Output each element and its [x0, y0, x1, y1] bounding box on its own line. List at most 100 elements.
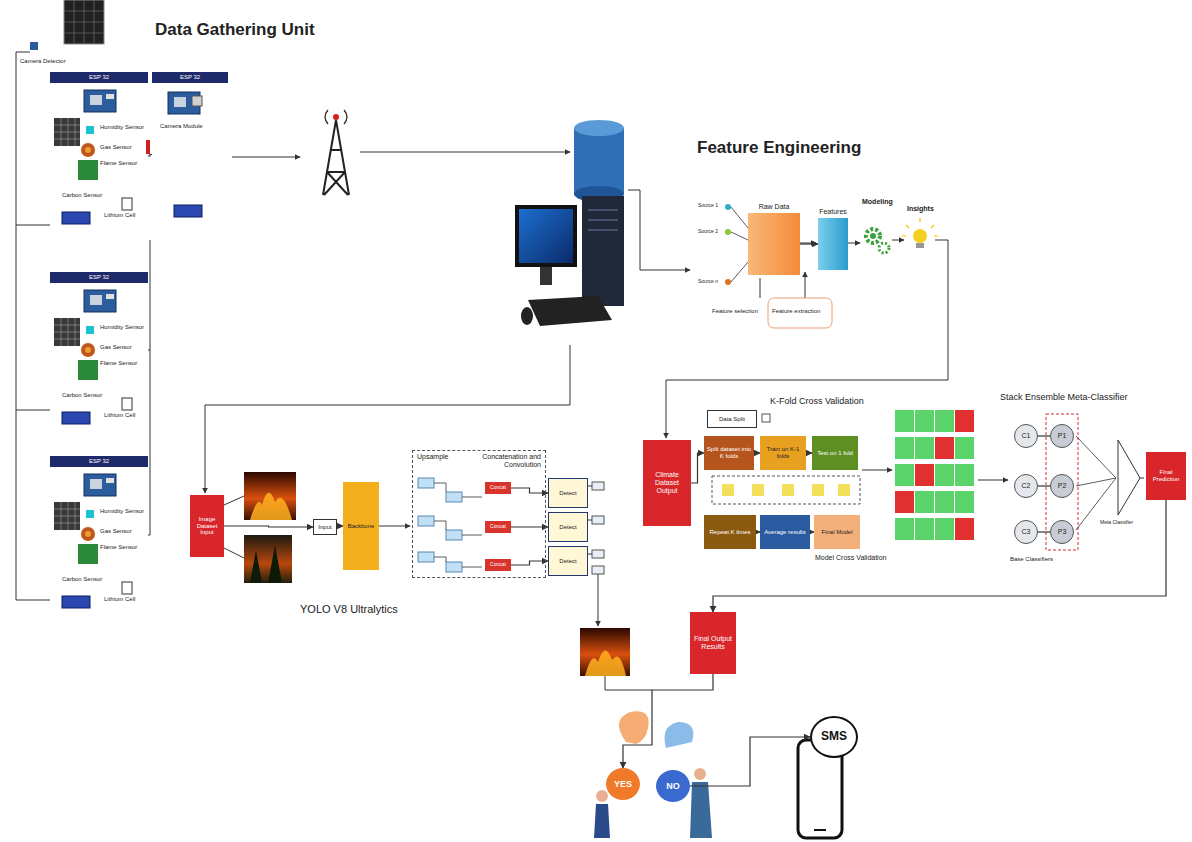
phone	[814, 829, 826, 831]
feature-engineering-icon	[913, 229, 927, 243]
connector	[691, 453, 704, 483]
detect-box-text: Detect	[559, 524, 576, 531]
label-text: Feature selection	[712, 308, 758, 315]
fold-grid	[955, 518, 974, 540]
radio-tower	[323, 120, 349, 195]
label-text: YOLO V8 Ultralytics	[300, 603, 398, 616]
result-box-text: Final Prediction	[1148, 469, 1184, 483]
fold-grid	[955, 491, 974, 513]
prediction-circle-text: P3	[1058, 528, 1067, 536]
connector	[511, 526, 548, 527]
connector	[1038, 435, 1050, 436]
feature-engineering-icon	[768, 298, 832, 328]
fold-grid	[935, 410, 954, 432]
server-computer	[521, 307, 533, 325]
fire-image	[580, 628, 630, 676]
yolo-network	[605, 676, 652, 690]
people-illustration	[690, 782, 712, 838]
yolo-network	[418, 552, 434, 562]
label-text: Modeling	[862, 198, 893, 206]
label-text: Insights	[907, 205, 934, 213]
network-region-text: Upsample	[417, 453, 449, 461]
classifier-circle-text: C3	[1022, 528, 1031, 536]
dataset-box: Image Dataset Input	[190, 495, 224, 557]
decision-circle-text: NO	[666, 781, 680, 791]
connector	[623, 674, 713, 768]
solar-panel	[30, 0, 104, 50]
process-box: Final Model	[814, 515, 860, 549]
people-illustration	[619, 711, 649, 744]
label-text: Lithium Cell	[104, 212, 135, 219]
k-fold-detail	[862, 470, 892, 471]
k-fold-detail	[752, 484, 764, 496]
fold-grid	[915, 410, 934, 432]
label-text: Meta Classifier	[1100, 520, 1133, 526]
backbone-box: Backbone	[343, 482, 379, 570]
prediction-circle: P3	[1050, 520, 1074, 544]
bus-wire	[16, 52, 150, 600]
signal-arrow	[666, 240, 948, 438]
concat-box-text: Concat	[490, 524, 506, 530]
detect-box-text: Detect	[559, 558, 576, 565]
feature-engineering-icon	[760, 272, 805, 298]
k-fold-detail	[712, 476, 860, 504]
concat-box-text: Concat	[490, 562, 506, 568]
server-computer	[540, 267, 552, 285]
meta-classifier	[1046, 414, 1078, 550]
k-fold-detail	[812, 484, 824, 496]
yolo-network	[592, 516, 604, 524]
classifier-circle-text: C2	[1022, 482, 1031, 490]
signal-arrow	[628, 190, 690, 270]
process-box: Train on K-1 folds	[760, 436, 806, 470]
label-text: Carbon Sensor	[62, 576, 102, 583]
classifier-circle-text: C1	[1022, 432, 1031, 440]
sensor-board	[54, 290, 132, 424]
yolo-network	[592, 566, 604, 574]
server-computer	[515, 120, 624, 326]
label-text: Model Cross Validation	[815, 554, 886, 562]
fold-grid	[895, 437, 914, 459]
esp-panel: ESP 32	[50, 456, 148, 619]
yolo-network	[434, 483, 482, 567]
process-box-text: Split dataset into K folds	[706, 446, 752, 460]
fold-grid	[895, 464, 914, 486]
radio-tower	[333, 114, 339, 120]
backbone-box-text: Backbone	[348, 523, 375, 530]
feature-engineering-icon	[848, 243, 860, 244]
feature-engineering-icon	[892, 240, 904, 241]
label-text: Flame Sensor	[100, 544, 137, 551]
feature-box-text: Features	[819, 208, 847, 216]
signal-arrow	[232, 157, 300, 158]
connector	[1038, 485, 1050, 486]
server-computer	[574, 128, 624, 194]
server-computer	[574, 120, 624, 136]
connector	[1038, 531, 1050, 532]
result-box: Final Prediction	[1146, 452, 1186, 500]
esp-panel-text: ESP 32	[50, 72, 148, 83]
fold-grid	[915, 437, 934, 459]
decision-circle: YES	[606, 768, 640, 800]
classifier-circle: C3	[1014, 520, 1038, 544]
signal-arrow	[360, 152, 570, 153]
connector	[713, 500, 1166, 612]
yolo-network	[379, 526, 410, 527]
server-computer	[519, 209, 573, 263]
server-computer	[515, 205, 577, 267]
label-text: Gas Sensor	[100, 344, 132, 351]
sensor-board	[168, 92, 202, 217]
label-text: Source 2	[698, 229, 718, 235]
label-text: Gas Sensor	[100, 528, 132, 535]
dataset-box-text: Climate Dataset Output	[645, 471, 689, 495]
feature-engineering-icon	[916, 243, 924, 248]
concat-box: Concat	[485, 559, 511, 571]
fold-grid	[915, 518, 934, 540]
label-text: Carbon Sensor	[62, 192, 102, 199]
prediction-circle-text: P2	[1058, 482, 1067, 490]
yolo-network	[379, 478, 652, 690]
meta-classifier	[1140, 478, 1144, 479]
fold-grid	[935, 437, 954, 459]
sensor-board	[54, 90, 202, 608]
radio-tower	[323, 110, 349, 195]
feature-engineering-icon	[725, 279, 731, 285]
meta-classifier	[1076, 436, 1116, 530]
